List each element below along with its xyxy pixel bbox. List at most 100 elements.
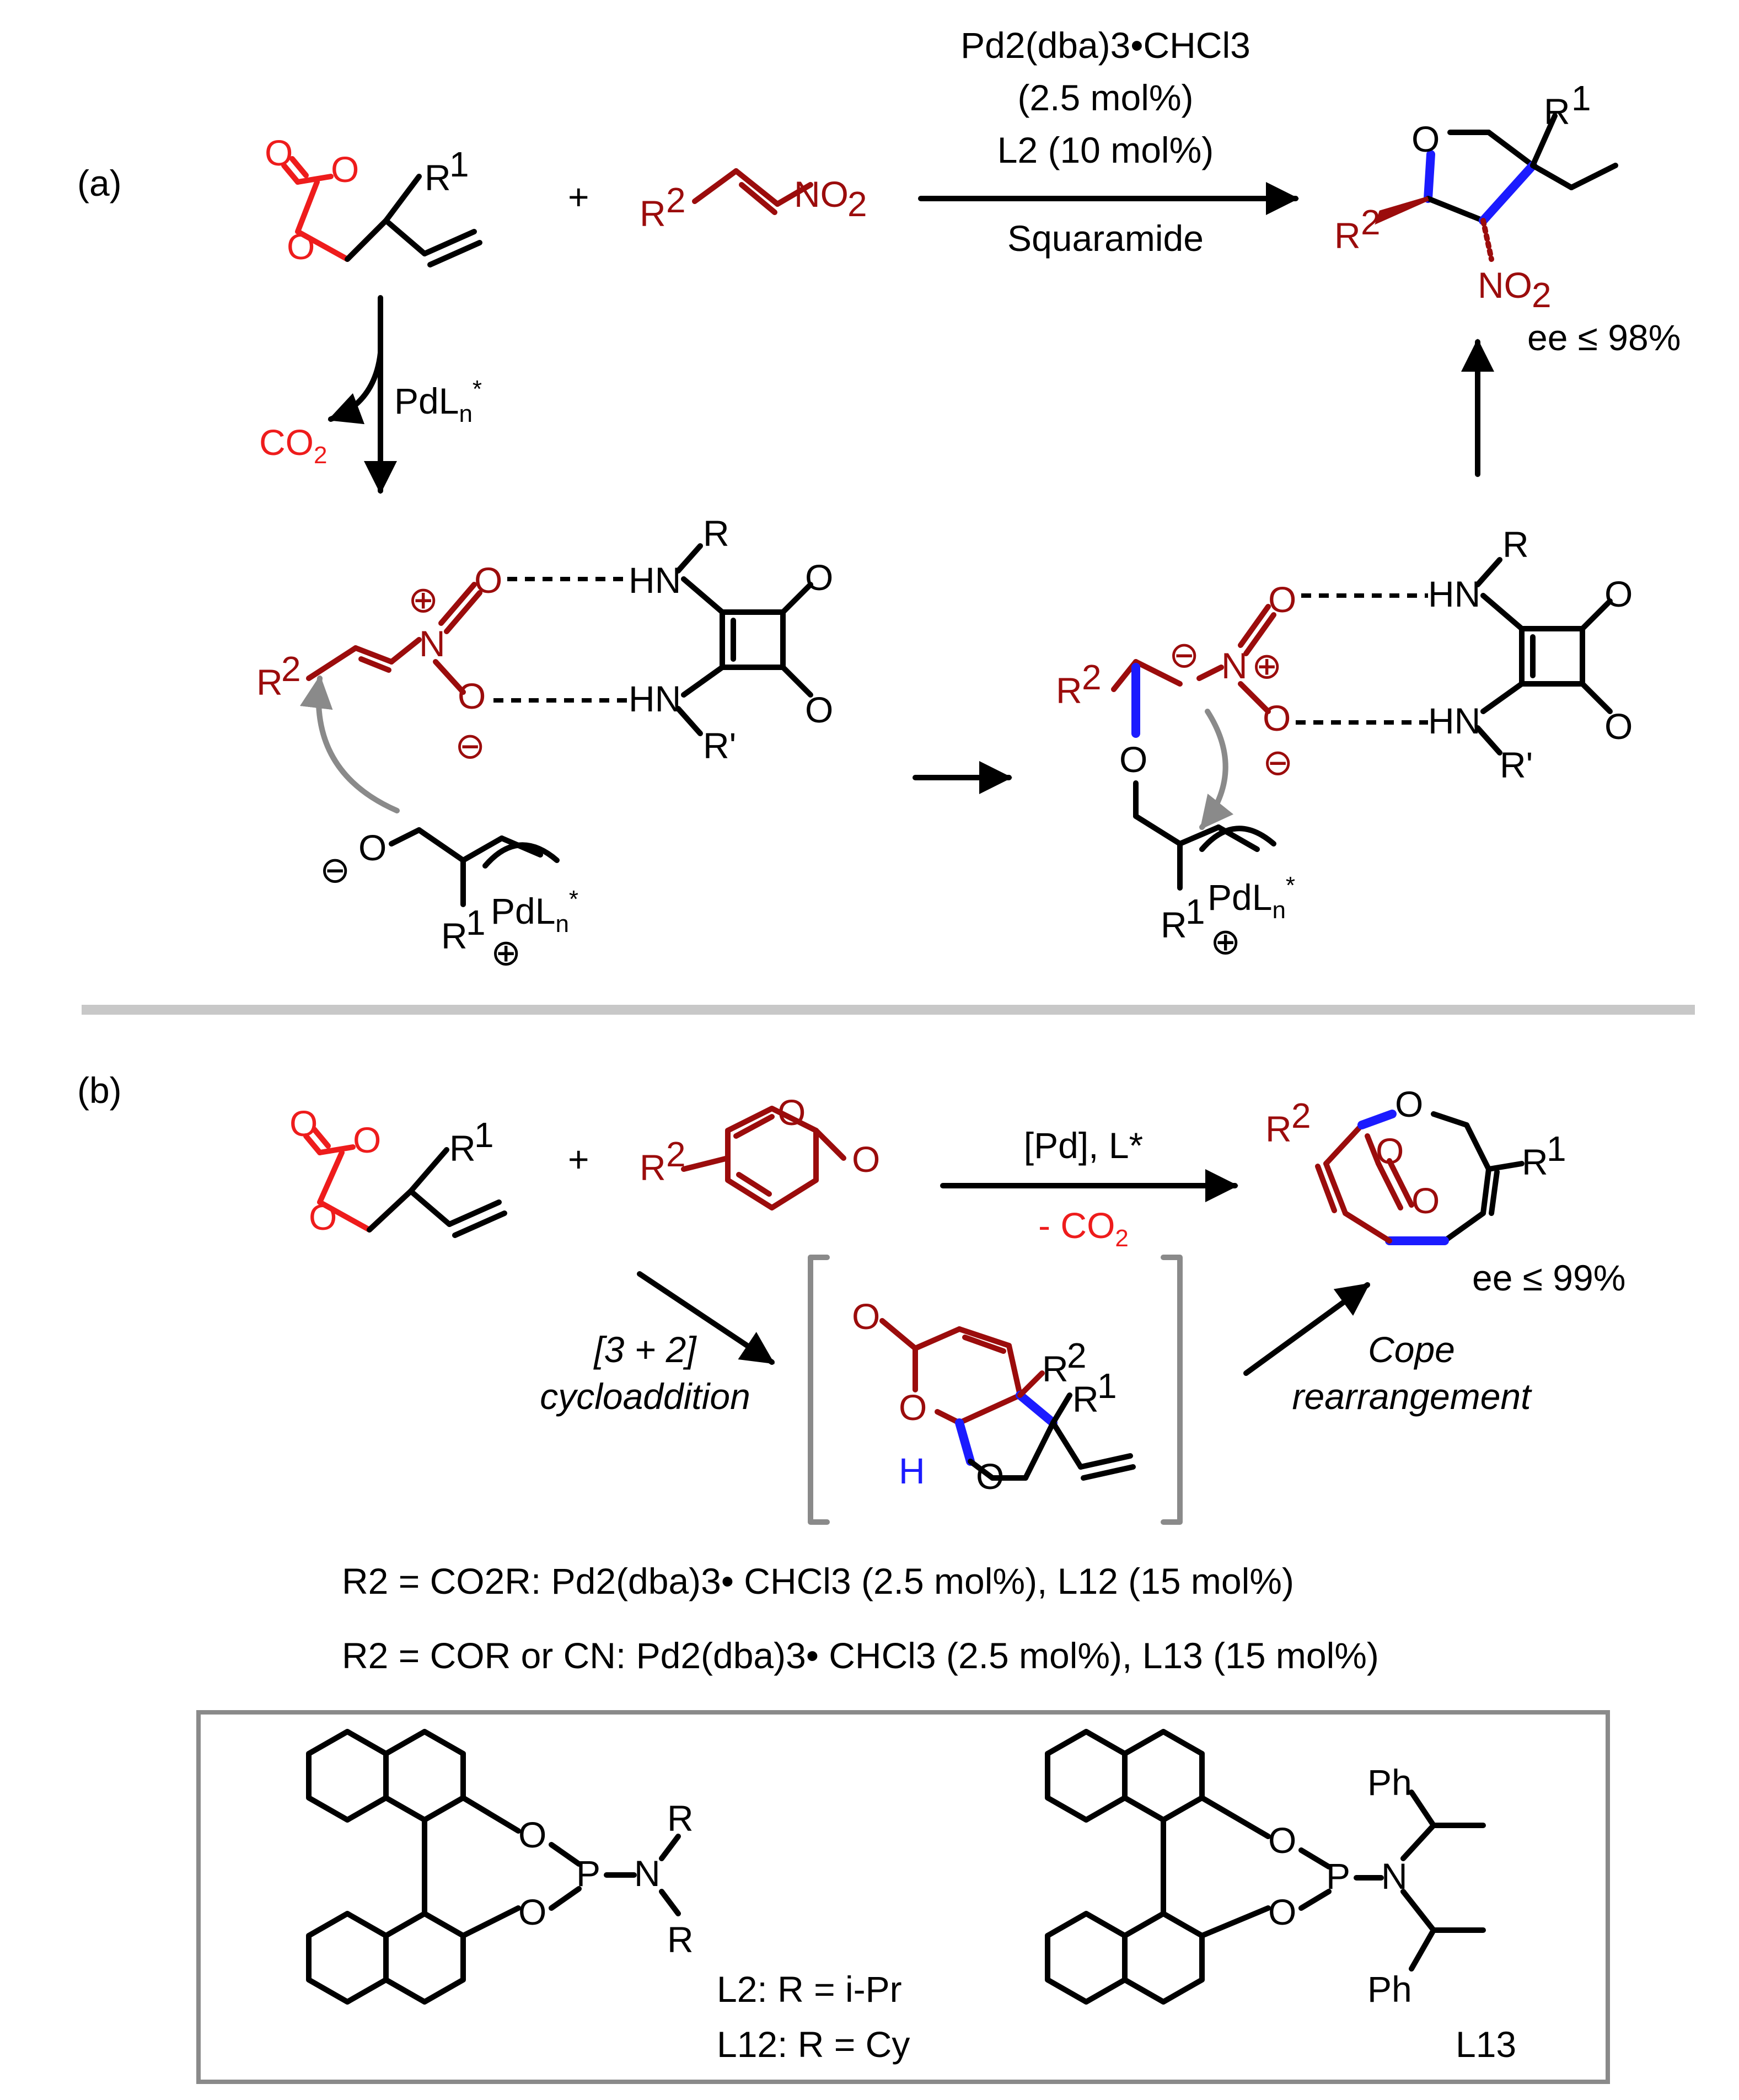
label-l12: L12: R = Cy — [717, 2024, 910, 2065]
svg-text:R: R — [1265, 1108, 1292, 1149]
product-thf-a: O R 1 R 2 NO 2 — [1334, 78, 1618, 315]
svg-text:O: O — [358, 827, 387, 868]
svg-text:1: 1 — [474, 1115, 494, 1155]
svg-text:R: R — [640, 193, 666, 234]
svg-text:Ph: Ph — [1367, 1762, 1412, 1803]
svg-text:N: N — [634, 1853, 661, 1894]
svg-text:⊕: ⊕ — [491, 932, 521, 973]
svg-text:HN: HN — [629, 678, 681, 719]
svg-text:1: 1 — [1185, 892, 1205, 931]
ligand-box — [196, 1710, 1610, 2084]
reagent-b-bottom: - CO2 — [1038, 1205, 1129, 1252]
svg-text:1: 1 — [1571, 78, 1591, 118]
svg-text:2: 2 — [1082, 657, 1102, 697]
reagent-catalyst: Pd2(dba)3•CHCl3 — [960, 25, 1250, 66]
arrow-b-up — [1243, 1282, 1370, 1376]
svg-text:O: O — [1376, 1131, 1404, 1171]
svg-text:R: R — [425, 157, 451, 198]
svg-text:O: O — [976, 1456, 1004, 1497]
svg-text:R: R — [667, 1798, 694, 1839]
svg-text:N: N — [1221, 645, 1248, 686]
svg-text:NO: NO — [794, 174, 849, 215]
reagent-b-top: [Pd], L* — [1024, 1125, 1143, 1166]
svg-text:⊕: ⊕ — [408, 579, 438, 620]
plus-b: + — [568, 1139, 589, 1180]
svg-text:O: O — [265, 132, 293, 173]
svg-text:⊕: ⊕ — [1252, 645, 1282, 686]
svg-text:O: O — [852, 1296, 880, 1337]
step2-line1: Cope — [1368, 1329, 1455, 1370]
svg-text:R: R — [1042, 1348, 1069, 1389]
svg-text:R: R — [441, 915, 468, 956]
pyrone-b: O O R 2 — [640, 1092, 880, 1210]
svg-text:R: R — [1544, 91, 1570, 132]
product-b: O O O R 2 R 1 — [1265, 1084, 1566, 1245]
svg-text:R: R — [667, 1919, 694, 1960]
svg-text:O: O — [287, 226, 315, 267]
svg-text:⊕: ⊕ — [1210, 921, 1241, 962]
svg-text:R: R — [1161, 904, 1187, 945]
svg-text:O: O — [474, 560, 502, 601]
svg-text:R: R — [1056, 670, 1082, 711]
svg-text:O: O — [777, 1092, 806, 1133]
panel-b-label: (b) — [77, 1070, 122, 1111]
condition-line-2: R2 = COR or CN: Pd2(dba)3• CHCl3 (2.5 mo… — [342, 1635, 1379, 1676]
svg-text:⊖: ⊖ — [1263, 742, 1293, 783]
svg-text:O: O — [1119, 739, 1147, 780]
svg-text:Ph: Ph — [1367, 1969, 1412, 2010]
svg-text:HN: HN — [629, 560, 681, 601]
panel-b: (b) O O O R 1 + O O R — [77, 1070, 1625, 1676]
svg-text:1: 1 — [466, 903, 486, 942]
svg-text:2: 2 — [1532, 275, 1552, 315]
svg-text:R: R — [640, 1147, 666, 1188]
svg-text:R: R — [1334, 215, 1361, 256]
co2-label: CO2 — [259, 422, 327, 469]
svg-text:HN: HN — [1428, 700, 1480, 741]
nitroalkene-a: R 2 NO 2 — [640, 168, 867, 234]
reagent-ligand: L2 (10 mol%) — [997, 130, 1214, 170]
svg-text:2: 2 — [281, 649, 301, 689]
intermediate-a-right: R 2 ⊖ N ⊕ O O ⊖ O R 1 PdLn* ⊕ HN HN R R' — [1056, 524, 1633, 962]
svg-text:2: 2 — [1361, 202, 1381, 242]
svg-text:O: O — [1268, 579, 1296, 620]
svg-text:O: O — [1268, 1820, 1296, 1861]
svg-text:O: O — [1268, 1892, 1296, 1932]
svg-text:O: O — [1411, 1180, 1440, 1221]
svg-text:R: R — [1072, 1379, 1099, 1419]
svg-text:⊖: ⊖ — [1169, 634, 1199, 675]
plus-a: + — [568, 176, 589, 217]
svg-text:O: O — [289, 1103, 318, 1144]
label-l13: L13 — [1456, 2024, 1516, 2065]
panel-a: (a) O O O R 1 + R 2 NO — [77, 25, 1681, 973]
svg-text:R: R — [449, 1128, 476, 1169]
svg-text:1: 1 — [1547, 1129, 1566, 1169]
svg-text:1: 1 — [449, 144, 469, 184]
svg-text:O: O — [1395, 1084, 1423, 1124]
svg-text:R': R' — [703, 725, 736, 766]
step2-line2: rearrangement — [1292, 1376, 1533, 1417]
svg-text:2: 2 — [1291, 1096, 1311, 1135]
intermediate-b: O O O R 2 R 1 H — [852, 1296, 1136, 1497]
step1-line2: cycloaddition — [540, 1376, 750, 1417]
svg-text:HN: HN — [1428, 574, 1480, 614]
svg-text:H: H — [899, 1450, 925, 1491]
svg-text:O: O — [1604, 574, 1633, 614]
svg-text:R: R — [256, 662, 283, 703]
label-l2: L2: R = i-Pr — [717, 1969, 902, 2010]
svg-text:2: 2 — [847, 184, 867, 224]
step1-line1: [3 + 2] — [593, 1329, 697, 1370]
svg-text:O: O — [1411, 119, 1440, 159]
svg-text:O: O — [1263, 698, 1291, 738]
svg-text:2: 2 — [1067, 1336, 1087, 1375]
svg-text:O: O — [353, 1119, 381, 1160]
reagent-loading: (2.5 mol%) — [1017, 77, 1193, 118]
panel-divider — [82, 1005, 1695, 1015]
bracket-right — [1161, 1255, 1183, 1525]
reagent-additive: Squaramide — [1007, 218, 1204, 259]
intermediate-a-left: R 2 N ⊕ O O ⊖ HN HN R R' O O ⊖ O — [256, 513, 833, 973]
svg-text:R': R' — [1500, 744, 1533, 785]
panel-a-label: (a) — [77, 163, 122, 203]
svg-text:O: O — [899, 1387, 927, 1428]
svg-text:R: R — [1502, 524, 1529, 565]
